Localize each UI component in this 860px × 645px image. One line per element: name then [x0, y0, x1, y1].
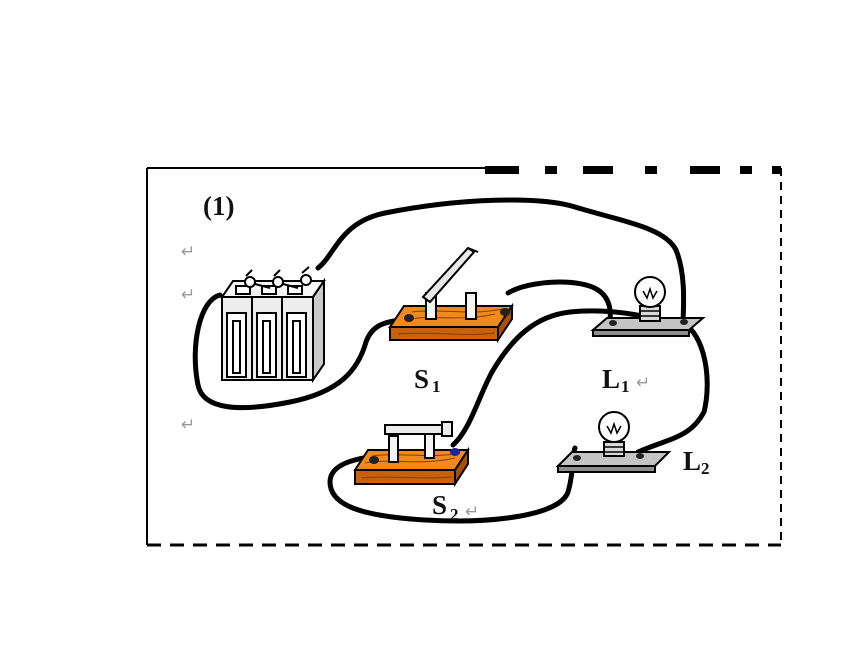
- label-s1: S 1: [414, 364, 441, 396]
- paragraph-mark: ↵: [636, 373, 650, 393]
- terminal-screw: [450, 448, 460, 456]
- switch-s1: [388, 246, 514, 344]
- terminal-screw: [500, 308, 510, 316]
- terminal-screw: [573, 455, 581, 461]
- label-letter: L: [602, 364, 620, 394]
- paragraph-mark: ↵: [465, 502, 479, 522]
- switch-s2: [353, 421, 470, 488]
- wires: [192, 197, 710, 524]
- label-s2: S 2 ↵: [432, 490, 479, 524]
- wire: [192, 292, 403, 411]
- lamp-l2: [555, 411, 672, 473]
- battery-terminals: [235, 266, 312, 295]
- label-l2: L 2: [683, 446, 710, 478]
- terminal-screw: [636, 453, 644, 459]
- lamp-l1: [590, 276, 706, 337]
- wire: [315, 197, 687, 325]
- terminal-screw: [404, 314, 414, 322]
- label-subscript: 1: [621, 377, 630, 396]
- label-letter: L: [683, 446, 701, 476]
- paragraph-mark: ↵: [181, 415, 195, 435]
- paragraph-mark: ↵: [181, 285, 195, 305]
- top-dashed-border: [485, 166, 781, 174]
- label-subscript: 2: [701, 459, 710, 478]
- wire: [635, 320, 710, 455]
- label-subscript: 1: [432, 377, 441, 396]
- label-letter: S: [432, 490, 447, 520]
- wire: [450, 308, 655, 448]
- light-bulb-icon: [634, 276, 666, 308]
- battery: [220, 266, 326, 384]
- light-bulb-icon: [598, 411, 630, 443]
- figure-number: (1): [203, 191, 234, 221]
- label-subscript: 2: [450, 505, 459, 524]
- label-letter: S: [414, 364, 429, 394]
- terminal-screw: [680, 319, 688, 325]
- paragraph-mark: ↵: [181, 242, 195, 262]
- wire: [327, 445, 578, 524]
- terminal-screw: [609, 320, 617, 326]
- terminal-screw: [369, 456, 379, 464]
- label-l1: L 1 ↵: [602, 364, 650, 396]
